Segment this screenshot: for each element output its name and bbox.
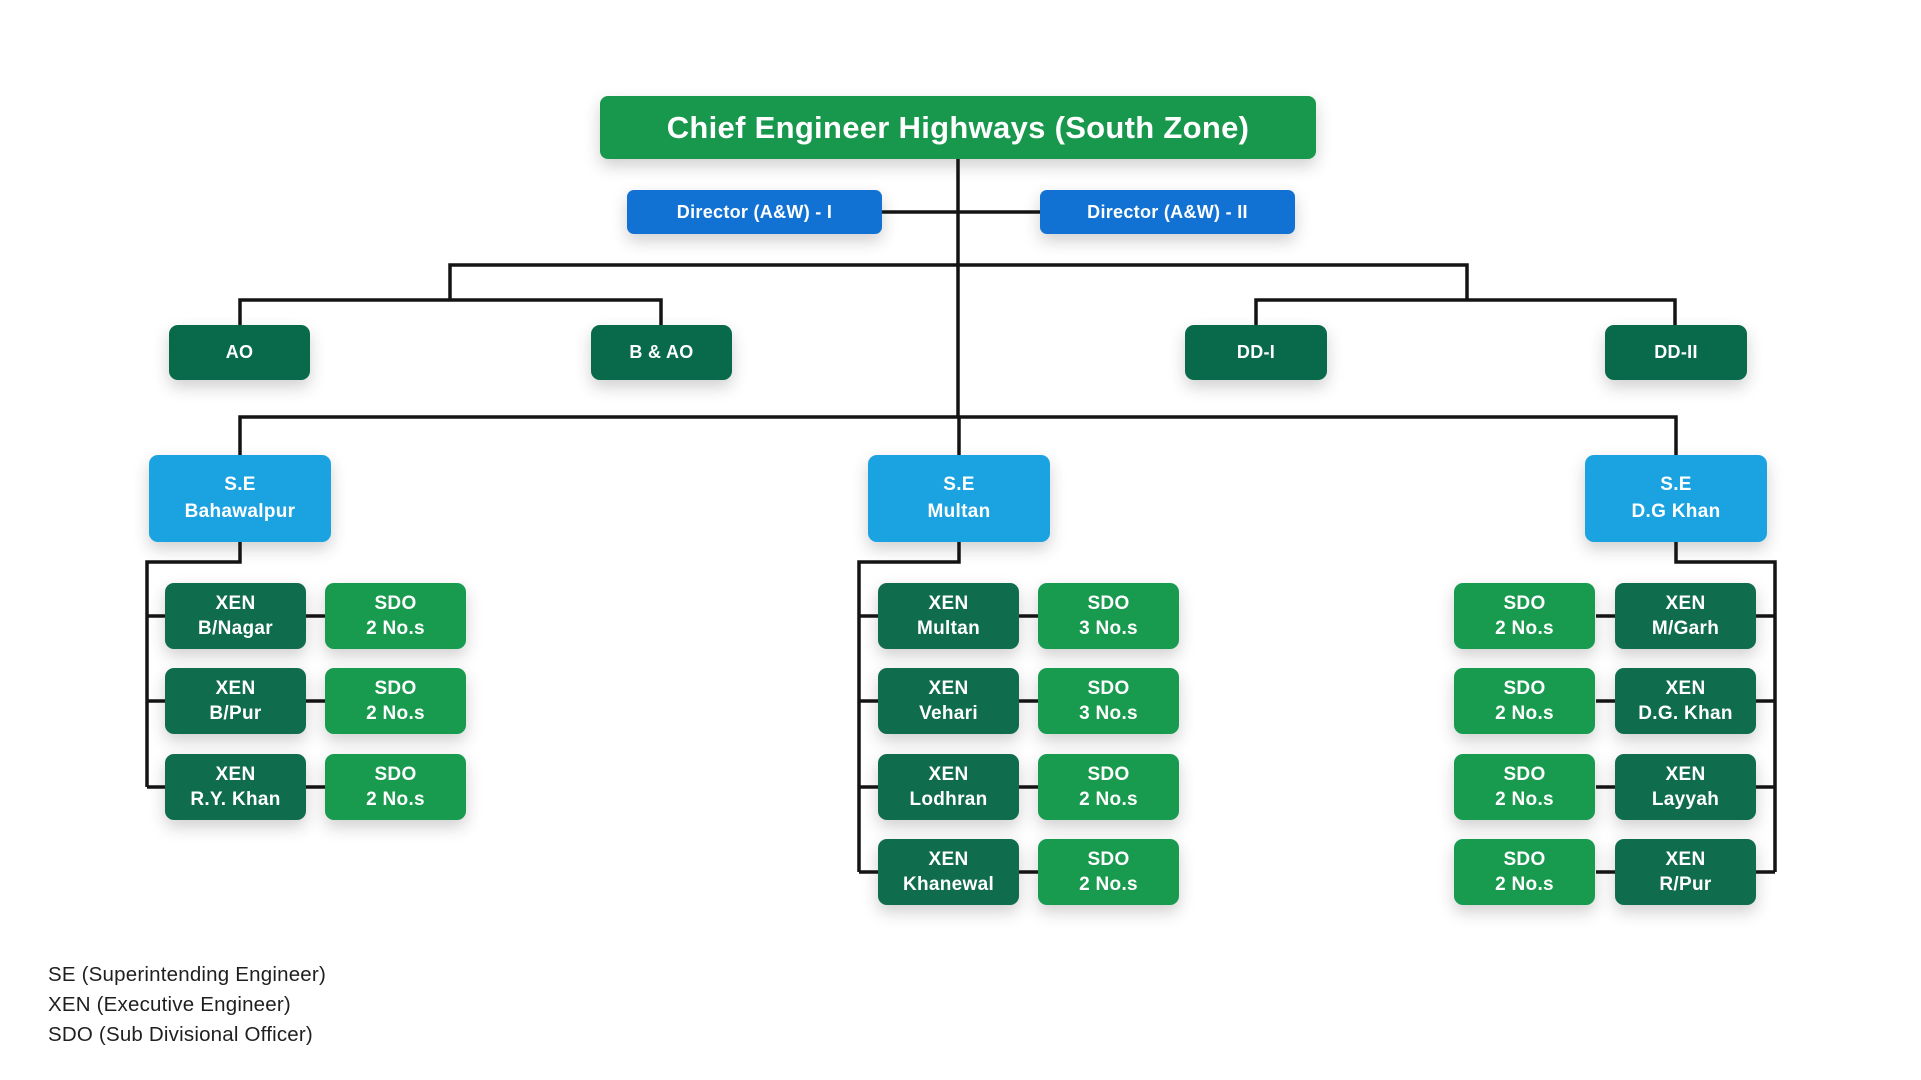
se-label-line2: Multan (927, 500, 991, 522)
node-sdo-khanewal: SDO 2 No.s (1038, 839, 1179, 905)
node-director-aw-1: Director (A&W) - I (627, 190, 882, 234)
node-chief-engineer: Chief Engineer Highways (South Zone) (600, 96, 1316, 159)
connector-dgk-spine (1674, 542, 1777, 872)
node-sdo-m-garh: SDO 2 No.s (1454, 583, 1595, 649)
legend-item-xen: XEN (Executive Engineer) (48, 993, 291, 1016)
node-xen-multan: XEN Multan (878, 583, 1019, 649)
legend-item-se: SE (Superintending Engineer) (48, 963, 326, 986)
xen-label-line2: B/Nagar (198, 618, 273, 639)
node-se-bahawalpur: S.E Bahawalpur (149, 455, 331, 542)
node-xen-layyah: XEN Layyah (1615, 754, 1756, 820)
sdo-label-line2: 3 No.s (1079, 618, 1138, 639)
node-xen-vehari: XEN Vehari (878, 668, 1019, 734)
node-sdo-dg-khan: SDO 2 No.s (1454, 668, 1595, 734)
sdo-label-line2: 2 No.s (1495, 874, 1554, 895)
sdo-label-line2: 2 No.s (366, 789, 425, 810)
xen-label-line2: Layyah (1651, 789, 1720, 810)
xen-label-line2: Khanewal (902, 874, 995, 895)
sdo-label-line2: 3 No.s (1079, 703, 1138, 724)
node-xen-r-pur: XEN R/Pur (1615, 839, 1756, 905)
sdo-label-line1: SDO (1503, 848, 1546, 870)
xen-label-line2: D.G. Khan (1638, 703, 1733, 724)
sdo-label-line2: 2 No.s (366, 618, 425, 639)
node-ao: AO (169, 325, 310, 380)
xen-label-line1: XEN (215, 763, 256, 785)
node-sdo-b-pur: SDO 2 No.s (325, 668, 466, 734)
legend-item-sdo: SDO (Sub Divisional Officer) (48, 1023, 313, 1046)
xen-label-line1: XEN (1665, 592, 1706, 614)
node-xen-dg-khan: XEN D.G. Khan (1615, 668, 1756, 734)
sdo-label-line2: 2 No.s (1495, 618, 1554, 639)
sdo-label-line1: SDO (1087, 592, 1130, 614)
node-sdo-layyah: SDO 2 No.s (1454, 754, 1595, 820)
node-sdo-b-nagar: SDO 2 No.s (325, 583, 466, 649)
xen-label-line2: B/Pur (209, 703, 262, 724)
xen-label-line1: XEN (928, 592, 969, 614)
node-b-and-ao: B & AO (591, 325, 732, 380)
node-xen-ry-khan: XEN R.Y. Khan (165, 754, 306, 820)
sdo-label-line1: SDO (1087, 848, 1130, 870)
xen-label-line2: R/Pur (1659, 874, 1712, 895)
sdo-label-line1: SDO (1087, 763, 1130, 785)
xen-label-line1: XEN (928, 677, 969, 699)
sdo-label-line2: 2 No.s (1079, 874, 1138, 895)
connector-bwp-spine (145, 542, 242, 787)
sdo-label-line2: 2 No.s (1495, 789, 1554, 810)
node-sdo-ry-khan: SDO 2 No.s (325, 754, 466, 820)
node-xen-lodhran: XEN Lodhran (878, 754, 1019, 820)
connector-level2-left (238, 298, 663, 325)
sdo-label-line2: 2 No.s (366, 703, 425, 724)
xen-label-line1: XEN (928, 848, 969, 870)
xen-label-line1: XEN (215, 677, 256, 699)
xen-label-line1: XEN (1665, 848, 1706, 870)
sdo-label-line1: SDO (1087, 677, 1130, 699)
node-sdo-lodhran: SDO 2 No.s (1038, 754, 1179, 820)
xen-label-line1: XEN (1665, 677, 1706, 699)
connector-level2 (448, 263, 1469, 300)
se-label-line2: D.G Khan (1631, 500, 1721, 522)
node-sdo-vehari: SDO 3 No.s (1038, 668, 1179, 734)
xen-label-line1: XEN (928, 763, 969, 785)
node-xen-b-nagar: XEN B/Nagar (165, 583, 306, 649)
connector-level2-right (1254, 298, 1677, 325)
se-label-line1: S.E (943, 474, 975, 496)
node-sdo-multan: SDO 3 No.s (1038, 583, 1179, 649)
node-director-aw-2: Director (A&W) - II (1040, 190, 1295, 234)
sdo-label-line1: SDO (1503, 763, 1546, 785)
sdo-label-line1: SDO (374, 763, 417, 785)
xen-label-line2: R.Y. Khan (190, 789, 281, 810)
node-dd-1: DD-I (1185, 325, 1327, 380)
sdo-label-line1: SDO (374, 592, 417, 614)
xen-label-line2: Lodhran (909, 789, 988, 810)
node-sdo-r-pur: SDO 2 No.s (1454, 839, 1595, 905)
node-xen-khanewal: XEN Khanewal (878, 839, 1019, 905)
se-label-line1: S.E (224, 474, 256, 496)
xen-label-line1: XEN (215, 592, 256, 614)
node-xen-m-garh: XEN M/Garh (1615, 583, 1756, 649)
se-label-line1: S.E (1660, 474, 1692, 496)
node-dd-2: DD-II (1605, 325, 1747, 380)
sdo-label-line2: 2 No.s (1495, 703, 1554, 724)
connector-multan-spine (857, 542, 961, 872)
legend: SE (Superintending Engineer) XEN (Execut… (48, 960, 326, 1050)
node-xen-b-pur: XEN B/Pur (165, 668, 306, 734)
sdo-label-line1: SDO (374, 677, 417, 699)
sdo-label-line2: 2 No.s (1079, 789, 1138, 810)
sdo-label-line1: SDO (1503, 592, 1546, 614)
sdo-label-line1: SDO (1503, 677, 1546, 699)
node-se-dg-khan: S.E D.G Khan (1585, 455, 1767, 542)
xen-label-line2: M/Garh (1651, 618, 1720, 639)
node-se-multan: S.E Multan (868, 455, 1050, 542)
xen-label-line2: Multan (916, 618, 980, 639)
se-label-line2: Bahawalpur (184, 500, 296, 522)
xen-label-line1: XEN (1665, 763, 1706, 785)
xen-label-line2: Vehari (919, 703, 978, 724)
